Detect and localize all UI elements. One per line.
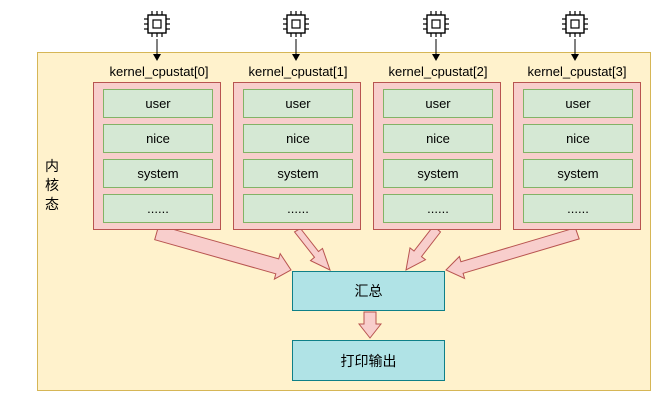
field-user: user bbox=[103, 89, 213, 118]
arrow-aggregate-to-output bbox=[357, 311, 383, 339]
field-nice: nice bbox=[103, 124, 213, 153]
cpu-stat-block: user nice system ...... bbox=[373, 82, 501, 230]
cpu-stat-block: user nice system ...... bbox=[233, 82, 361, 230]
cpu-chip-icon bbox=[561, 10, 589, 61]
arrow-cpu1-to-aggregate bbox=[293, 227, 331, 271]
field-more: ...... bbox=[383, 194, 493, 223]
cpu-chip-icon bbox=[282, 10, 310, 61]
field-user: user bbox=[243, 89, 353, 118]
kernel-space-label: 内 核 态 bbox=[45, 159, 59, 213]
arrow-cpu2-to-aggregate bbox=[405, 225, 442, 271]
aggregate-box: 汇总 bbox=[292, 271, 445, 311]
field-user: user bbox=[523, 89, 633, 118]
cpu-chip-icon bbox=[422, 10, 450, 61]
field-nice: nice bbox=[523, 124, 633, 153]
arrow-cpu0-to-aggregate bbox=[154, 224, 292, 281]
field-nice: nice bbox=[383, 124, 493, 153]
field-system: system bbox=[383, 159, 493, 188]
field-system: system bbox=[243, 159, 353, 188]
cpu-stat-title: kernel_cpustat[1] bbox=[248, 64, 348, 79]
field-more: ...... bbox=[243, 194, 353, 223]
cpu-stat-block: user nice system ...... bbox=[513, 82, 641, 230]
cpu-stat-title: kernel_cpustat[3] bbox=[527, 64, 627, 79]
cpu-stat-block: user nice system ...... bbox=[93, 82, 221, 230]
print-output-box: 打印输出 bbox=[292, 340, 445, 381]
cpu-stat-title: kernel_cpustat[0] bbox=[109, 64, 209, 79]
cpu-chip-icon bbox=[143, 10, 171, 61]
field-nice: nice bbox=[243, 124, 353, 153]
field-more: ...... bbox=[523, 194, 633, 223]
field-system: system bbox=[523, 159, 633, 188]
field-system: system bbox=[103, 159, 213, 188]
arrow-cpu3-to-aggregate bbox=[445, 227, 580, 280]
field-user: user bbox=[383, 89, 493, 118]
field-more: ...... bbox=[103, 194, 213, 223]
cpu-stat-title: kernel_cpustat[2] bbox=[388, 64, 488, 79]
